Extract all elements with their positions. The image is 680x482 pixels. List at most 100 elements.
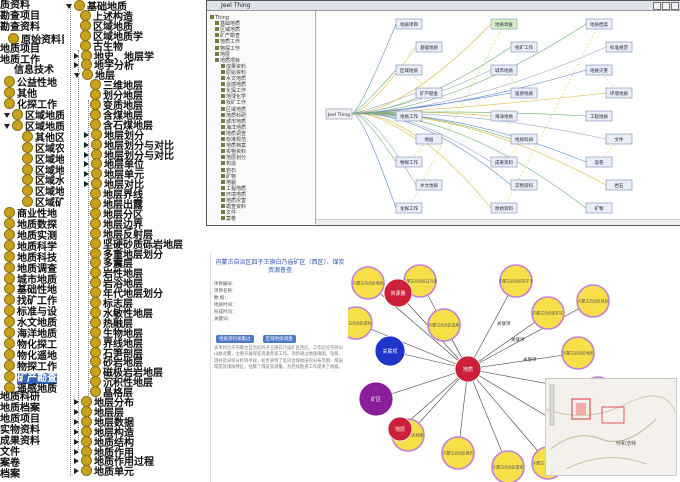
network-center-node[interactable]: 地质 — [454, 355, 482, 383]
left-tree-item[interactable]: 地质调查 — [4, 261, 57, 275]
ontology-tree-item[interactable]: 城市地质 — [221, 118, 246, 125]
left-tree-item[interactable]: 海洋地质 — [4, 327, 57, 340]
ontology-node[interactable]: 化探工作 — [395, 202, 423, 214]
network-node-yellow[interactable]: 内蒙古自治区普查 — [491, 450, 525, 482]
expand-toggle-icon[interactable] — [74, 73, 80, 79]
ontology-node[interactable]: 工程地质 — [585, 110, 613, 122]
ontology-tree-item[interactable]: 成果资料 — [221, 63, 246, 70]
ontology-node[interactable]: 原始资料 — [490, 202, 518, 214]
ontology-node[interactable]: 矿物 — [585, 202, 613, 214]
close-button[interactable] — [671, 2, 679, 10]
ontology-tree-item[interactable]: 地层划分 — [221, 155, 246, 161]
ontology-node[interactable]: 标准规范 — [605, 41, 633, 53]
expand-toggle-icon[interactable] — [66, 4, 72, 9]
collapse-toggle-icon[interactable] — [74, 52, 79, 59]
ontology-tree-item[interactable]: Thing — [210, 15, 229, 21]
collapse-toggle-icon[interactable] — [74, 458, 79, 465]
mid-tree-item[interactable]: 地质单元 — [74, 465, 134, 478]
ontology-tree-item[interactable]: 找矿工作 — [221, 100, 246, 106]
ontology-node[interactable]: 地质档案 — [585, 18, 613, 30]
ontology-node[interactable]: 地质科研 — [510, 133, 538, 145]
left-tree-item[interactable]: 矿产勘查 — [4, 370, 57, 384]
collapse-toggle-icon[interactable] — [74, 62, 79, 69]
tag-button-2[interactable]: 区域地质调查 — [262, 335, 296, 343]
network-node-purple[interactable]: 矿区 — [358, 381, 394, 417]
left-tree-item[interactable]: 标准与设 — [4, 305, 57, 318]
network-node-yellow[interactable]: 内蒙古自治区项目 — [576, 284, 610, 318]
left-tree-item[interactable]: 遥感地质 — [4, 381, 57, 395]
left-tree-item[interactable]: 水文地质 — [4, 316, 57, 329]
left-tree-item[interactable]: 区域地 — [22, 185, 64, 198]
left-tree-item[interactable]: 其他区 — [22, 130, 64, 144]
ontology-node[interactable]: 海洋地质 — [490, 110, 518, 122]
ontology-node[interactable]: 物探工作 — [395, 156, 423, 168]
ontology-node[interactable]: 基础地质 — [415, 41, 443, 53]
ontology-tree-item[interactable]: 遥感地质 — [221, 82, 246, 88]
network-node-yellow[interactable]: 内蒙古自治区资料 — [348, 306, 373, 340]
network-node-red[interactable]: 地层 — [387, 416, 413, 442]
network-node-yellow[interactable]: 内蒙古自治区四子王 — [499, 264, 533, 298]
ontology-tree-item[interactable]: 区域地质 — [215, 27, 240, 33]
record-title[interactable]: 内蒙古自治区四子王旗白乃庙矿区（西区）、煤炭资源普查 — [215, 259, 345, 274]
ontology-tree-item[interactable]: 地质科研 — [221, 112, 246, 119]
ontology-tree-item[interactable]: 地质工作 — [215, 39, 240, 45]
ontology-tree-item[interactable]: 基础地质 — [215, 21, 240, 27]
ontology-tree-item[interactable]: 标准规范 — [221, 137, 246, 143]
ontology-node[interactable]: 找矿工作 — [510, 41, 538, 53]
ontology-node[interactable]: 案卷 — [585, 156, 613, 168]
network-node-yellow[interactable]: 内蒙古自治区成果 — [427, 308, 461, 342]
collapse-toggle-icon[interactable] — [74, 448, 79, 455]
left-tree-item[interactable]: 勘查资料 — [0, 22, 40, 33]
maximize-button[interactable] — [662, 2, 670, 10]
left-tree-item[interactable]: 文件 — [0, 447, 20, 458]
map-thumbnail[interactable]: 呼和浩特 — [545, 378, 677, 476]
ontology-tree-item[interactable]: 工程地质 — [221, 185, 246, 192]
collapse-toggle-icon[interactable] — [74, 418, 79, 425]
left-tree-item[interactable]: 实物资料 — [0, 425, 40, 436]
ontology-tree-item[interactable]: 地质灾害 — [221, 198, 246, 204]
left-tree-item[interactable]: 城市地质 — [4, 272, 57, 286]
ontology-tree-item[interactable]: 原始资料 — [221, 69, 246, 76]
mid-tree-item[interactable]: 基础地质 — [66, 0, 127, 13]
ontology-tree-item[interactable]: 案卷 — [221, 216, 236, 222]
ontology-tree-item[interactable]: 地质项目 — [215, 57, 240, 64]
ontology-node[interactable]: 地质调查 — [490, 18, 518, 30]
ontology-node[interactable]: 矿产勘查 — [415, 87, 443, 99]
left-tree-item[interactable]: 地质工作 — [0, 55, 40, 66]
network-node-red[interactable]: 资源量 — [383, 278, 413, 308]
ontology-node[interactable]: 遥感地质 — [510, 87, 538, 99]
left-tree-item[interactable]: 区域地 — [22, 152, 64, 166]
left-tree-item[interactable]: 物探工作 — [4, 359, 57, 373]
collapse-toggle-icon[interactable] — [84, 141, 89, 148]
ontology-node[interactable]: 环境地质 — [605, 87, 633, 99]
left-tree-item[interactable]: 地质数探 — [4, 218, 57, 231]
tag-button-1[interactable]: 地质资料采集过 — [216, 335, 254, 343]
left-tree-item[interactable]: 地质项目 — [0, 44, 40, 55]
left-tree-item[interactable]: 原始资料目 — [8, 32, 64, 46]
ontology-tree-item[interactable]: 海洋地质 — [221, 124, 246, 131]
knowledge-network-graph[interactable]: 关联项关联项关联项关联项内蒙古自治区白乃庙内蒙古自治区四子王内蒙古自治区矿区内蒙… — [348, 253, 680, 482]
ontology-tree-item[interactable]: 水文地质 — [221, 76, 246, 82]
collapse-toggle-icon[interactable] — [74, 399, 79, 405]
ontology-node[interactable]: 水文地质 — [415, 179, 443, 191]
left-tree-item[interactable]: 区域地 — [22, 163, 64, 177]
left-tree-item[interactable]: 地质档案 — [0, 403, 40, 414]
ontology-tree-item[interactable]: 区域地质 — [221, 106, 246, 113]
left-tree-item[interactable]: 物化探工 — [4, 337, 57, 351]
left-tree-item[interactable]: 商业性地 — [4, 207, 57, 220]
left-tree-item[interactable]: 区域水 — [22, 174, 64, 187]
left-tree-item[interactable]: 案卷 — [0, 458, 20, 469]
network-node-yellow[interactable]: 内蒙古自治区矿区 — [531, 296, 565, 330]
ontology-tree-item[interactable]: 地质调查 — [221, 130, 246, 137]
left-tree-item[interactable]: 地质项目 — [0, 414, 40, 425]
ontology-tree-item[interactable]: 地层 — [215, 51, 230, 58]
horizontal-scrollbar[interactable] — [316, 219, 680, 225]
ontology-tree-item[interactable]: 地质档案 — [221, 143, 246, 149]
ontology-tree-item[interactable]: 文件 — [221, 210, 236, 216]
left-tree-item[interactable]: 档案 — [0, 469, 20, 480]
ontology-node[interactable]: 文件 — [605, 133, 633, 145]
ontology-node[interactable]: 实物资料 — [510, 179, 538, 191]
ontology-tree-item[interactable]: 实物资料 — [221, 149, 246, 155]
ontology-tree-item[interactable]: 环境地质 — [221, 191, 246, 198]
left-tree-item[interactable]: 区域地质 — [4, 109, 64, 122]
